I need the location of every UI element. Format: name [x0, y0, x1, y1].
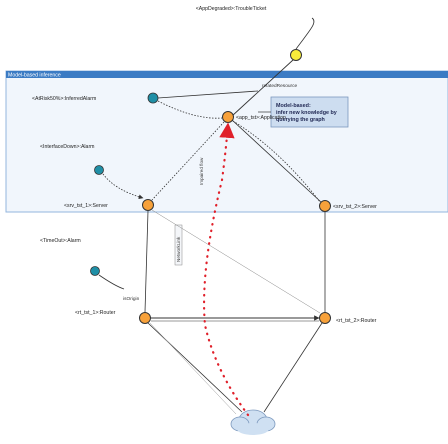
router-1-label: <rt_tst_1>:Router [75, 310, 116, 316]
app-to-server-2-edge [232, 120, 321, 203]
server-2-label: <srv_tst_2>:Server [333, 204, 377, 210]
callout-line-1: Model-based: [276, 103, 311, 109]
router-2-label: <rt_tst_2>:Router [336, 318, 377, 324]
risk-to-ticket-edge [157, 90, 259, 99]
router-2-cloud-edge [263, 322, 323, 413]
server-1-label: <srv_tst_1>:Server [64, 203, 108, 209]
server-1-router-2-edge [151, 209, 321, 314]
ticket-to-app-edge [231, 59, 294, 117]
inferred-alarm-label: <AtRisk50%>:InferredAlarm [32, 96, 96, 102]
risk-dashed-edge [157, 100, 223, 119]
inference-band-header [6, 71, 448, 78]
network-link-box [174, 224, 183, 266]
application-label: <app_tst>:Application [236, 115, 286, 121]
application-node [222, 111, 234, 123]
router-1-node [139, 312, 151, 324]
is-origin-label: isOrigin [123, 296, 140, 302]
callout-line-2: infer new knowledge by [276, 110, 337, 116]
inference-band-title: Model-based inference [8, 73, 61, 79]
server-1-router-1-edge [144, 210, 149, 313]
related-resource-label: relatedResource [262, 83, 298, 89]
impaired-flow-label: Impaired flow [199, 157, 204, 185]
timeout-alarm-label: <TimeOut>:Alarm [40, 238, 81, 244]
model-based-callout [270, 96, 349, 128]
router-2-node [319, 312, 331, 324]
network-link-label: NetworkLink [176, 236, 181, 262]
server-2-node [319, 200, 331, 212]
inferred-alarm-node [147, 92, 159, 104]
callout-line-3: querying the graph [276, 117, 325, 123]
router-1-cloud-edge-2 [149, 322, 237, 415]
app-to-server-1-edge [151, 121, 225, 201]
trouble-ticket-label: <AppDegraded>:TroubleTicket [196, 6, 267, 12]
interface-down-node [94, 165, 104, 175]
timeout-edge [98, 274, 125, 290]
interface-down-label: <InterfaceDown>:Alarm [40, 144, 95, 150]
app-server-2-solid [231, 119, 322, 203]
router-1-cloud-edge [147, 322, 243, 413]
server-1-node [142, 199, 154, 211]
network-cloud-icon [230, 409, 276, 435]
ticket-curve [295, 17, 315, 50]
interface-down-edge [102, 173, 144, 200]
timeout-alarm-node [90, 266, 100, 276]
impaired-flow-path [203, 122, 250, 417]
trouble-ticket-node [290, 49, 302, 61]
